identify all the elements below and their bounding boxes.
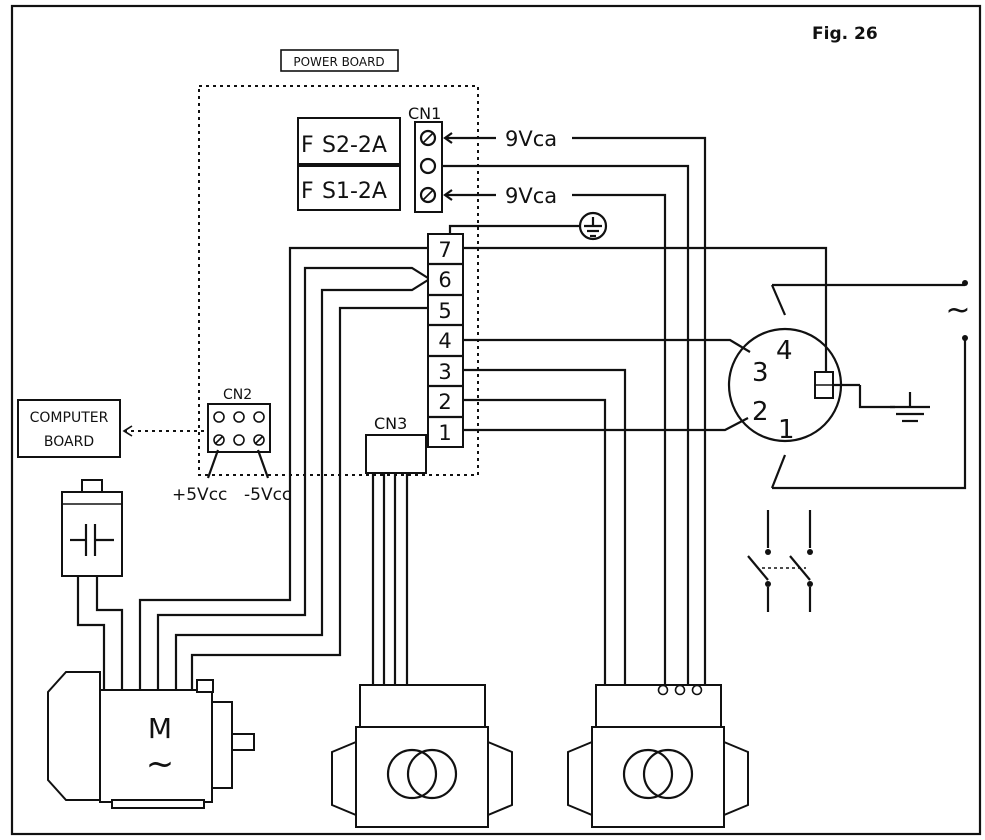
motor (47, 671, 255, 809)
cn3-label: CN3 (374, 414, 407, 433)
switch-terminal-3: 3 (752, 358, 769, 388)
power-board-label-box (280, 49, 399, 72)
voltage-5vcc-positive: +5Vcc (172, 485, 227, 505)
fuse-s1-prefix: F (301, 179, 314, 204)
fuse-s2 (297, 117, 401, 165)
power-board-outline (198, 85, 479, 476)
terminal-4: 4 (438, 329, 451, 353)
motor-label: M (148, 712, 172, 745)
voltage-9vca-top: 9Vca (505, 127, 557, 151)
terminal-7: 7 (438, 238, 451, 262)
fuse-s2-label: S2-2A (322, 133, 387, 158)
cn1-pin-middle (419, 157, 437, 175)
computer-board-label-line1: COMPUTER (30, 410, 109, 426)
power-board-label: POWER BOARD (293, 55, 384, 69)
mains-terminal-top[interactable] (962, 280, 968, 286)
terminal-6: 6 (438, 268, 451, 292)
terminal-5: 5 (438, 299, 451, 323)
voltage-5vcc-negative: -5Vcc (244, 485, 291, 505)
fuse-s1-label: S1-2A (322, 179, 387, 204)
cn1-connector (414, 121, 443, 213)
rotary-switch[interactable] (727, 327, 895, 443)
transformer-1[interactable] (331, 684, 513, 828)
double-pole-switch[interactable] (747, 510, 813, 612)
mains-ac-symbol: ~ (945, 293, 970, 328)
cn1-pin-top (419, 129, 437, 147)
ground-symbol-right (890, 392, 930, 423)
figure-frame (10, 4, 982, 836)
terminal-3: 3 (438, 360, 451, 384)
computer-board (17, 399, 121, 458)
capacitor (61, 479, 124, 690)
voltage-9vca-bottom: 9Vca (505, 184, 557, 208)
fuse-s2-prefix: F (301, 133, 314, 158)
terminal-2: 2 (438, 390, 451, 414)
switch-terminal-1: 1 (778, 415, 795, 445)
mains-terminal-bottom[interactable] (962, 335, 968, 341)
cn1-label: CN1 (408, 104, 441, 123)
ground-symbol-board[interactable] (578, 211, 608, 241)
figure-label: Fig. 26 (812, 24, 878, 44)
motor-ac-symbol: ~ (146, 744, 175, 784)
cn1-pin-bottom (419, 186, 437, 204)
cn2-label: CN2 (223, 387, 252, 403)
terminal-1: 1 (438, 421, 451, 445)
computer-board-label-line2: BOARD (44, 434, 94, 450)
transformer-2[interactable] (567, 684, 749, 828)
fuse-s1 (297, 165, 401, 211)
cn3-connector (365, 434, 427, 474)
switch-terminal-4: 4 (776, 336, 793, 366)
switch-terminal-2: 2 (752, 397, 769, 427)
